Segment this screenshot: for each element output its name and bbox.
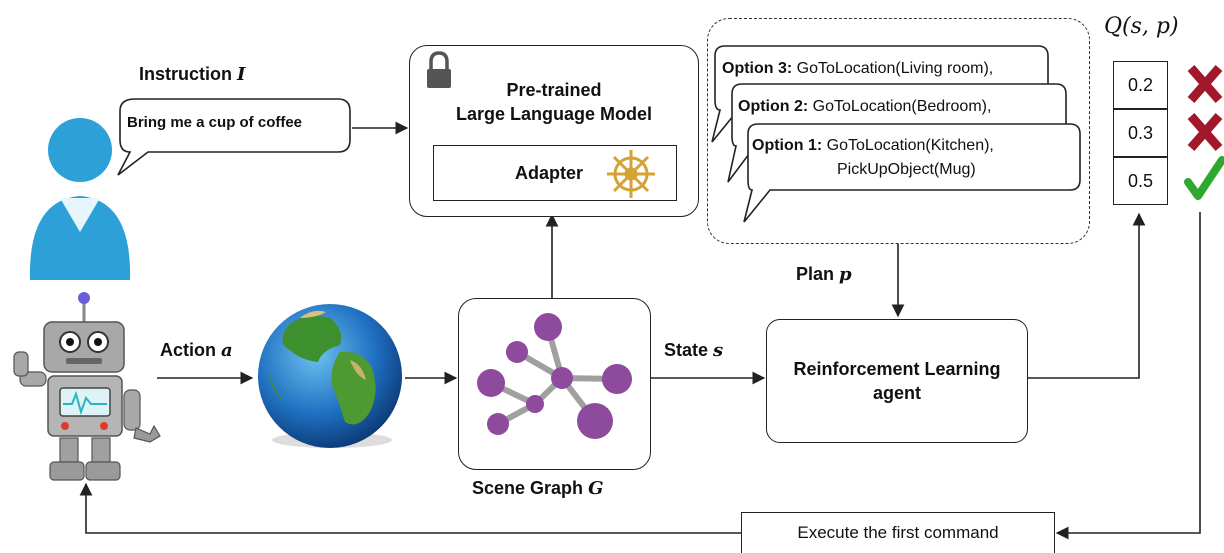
plan-label-text: Plan (796, 264, 835, 284)
instruction-symbol: I (237, 64, 246, 85)
llm-title-line1: Pre-trained (506, 80, 602, 100)
scene-graph-symbol: G (588, 478, 604, 499)
action-symbol: a (221, 340, 233, 361)
options-container (707, 18, 1090, 244)
rl-agent-line2: agent (872, 383, 921, 403)
state-label-text: State (664, 340, 709, 360)
state-symbol: s (713, 340, 724, 361)
instruction-text: Bring me a cup of coffee (127, 114, 303, 131)
instruction-label: Instruction I (139, 64, 245, 85)
option-1-label: Option 1: (752, 137, 823, 154)
option-2-text: Option 2: GoToLocation(Bedroom), (738, 98, 991, 116)
cross-icon-2 (1187, 113, 1223, 151)
q-value-3: 0.5 (1113, 157, 1168, 205)
option-3-line1: GoToLocation(Living room), (796, 60, 994, 77)
llm-title-line2: Large Language Model (455, 104, 653, 124)
option-2-line1: GoToLocation(Bedroom), (812, 98, 992, 115)
execute-command-box: Execute the first command (741, 512, 1055, 553)
q-header: Q(s, p) (1104, 14, 1179, 39)
q-value-2: 0.3 (1113, 109, 1168, 157)
rl-agent-box: Reinforcement Learning agent (766, 319, 1028, 443)
option-2-label: Option 2: (738, 98, 809, 115)
q-value-1: 0.2 (1113, 61, 1168, 109)
state-label: State s (664, 340, 723, 361)
cross-icon (1187, 65, 1223, 103)
scene-graph-label-text: Scene Graph (472, 478, 584, 498)
option-3-label: Option 3: (722, 60, 793, 77)
rl-agent-line1: Reinforcement Learning (793, 359, 1001, 379)
arrow-check-to-execute (1055, 212, 1201, 540)
plan-symbol: p (839, 264, 852, 285)
adapter-label: Adapter (515, 163, 584, 183)
option-3-text: Option 3: GoToLocation(Living room), (722, 60, 993, 78)
action-label: Action a (160, 340, 233, 361)
scene-graph-label: Scene Graph G (472, 478, 603, 499)
action-label-text: Action (160, 340, 216, 360)
checkmark-icon (1184, 156, 1224, 200)
instruction-label-text: Instruction (139, 64, 232, 84)
execute-command-text: Execute the first command (797, 523, 999, 542)
plan-label: Plan p (796, 264, 852, 285)
arrow-agent-to-q (1028, 212, 1146, 379)
option-1-line2: PickUpObject(Mug) (837, 161, 976, 178)
option-1-line1: GoToLocation(Kitchen), (826, 137, 994, 154)
option-1-text: Option 1: GoToLocation(Kitchen), (752, 137, 994, 155)
llm-title: Pre-trained Large Language Model (409, 78, 699, 126)
arrow-execute-to-robot (79, 482, 741, 534)
